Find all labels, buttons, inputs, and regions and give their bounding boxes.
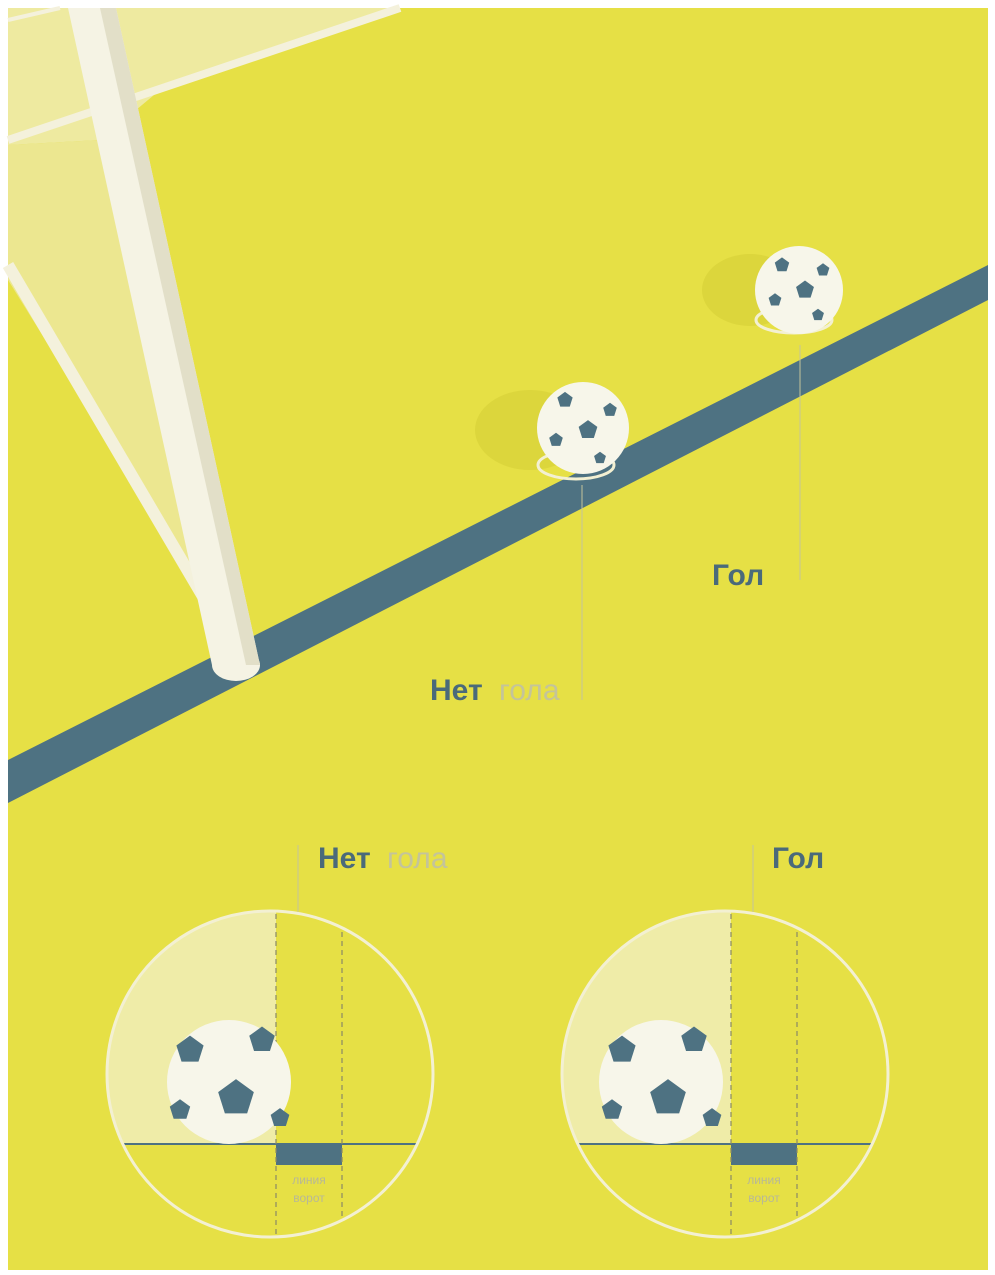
label-goal-zoom: Гол [772,842,824,875]
goal-line-text-left-2: ворот [293,1191,325,1205]
goal-line-text-right-2: ворот [748,1191,780,1205]
label-goal-top: Гол [712,559,764,592]
goal-line-text-left-1: линия [292,1173,326,1187]
goal-line-text-right-1: линия [747,1173,781,1187]
